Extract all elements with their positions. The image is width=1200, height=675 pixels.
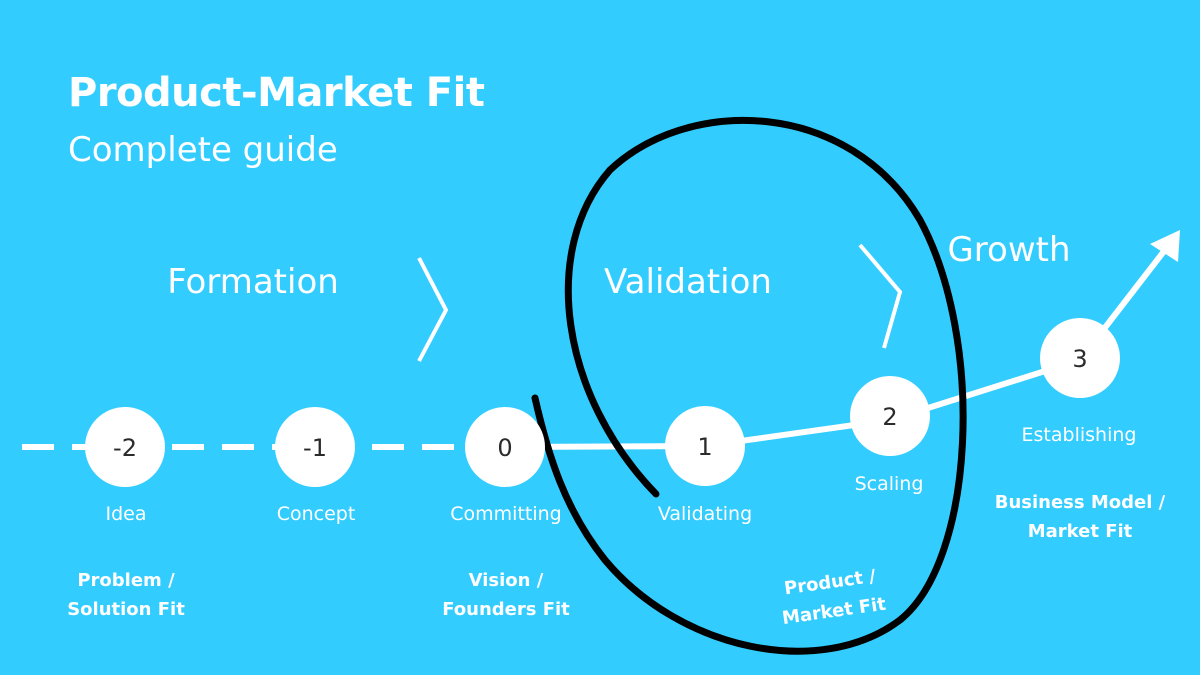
stage-label-validating: Validating	[657, 503, 753, 525]
chevron-right-icon	[858, 243, 903, 349]
stage-number: -2	[113, 434, 137, 462]
stage-label-concept: Concept	[276, 503, 356, 525]
stage-node-2: 2	[850, 376, 930, 456]
stage-label-scaling: Scaling	[854, 473, 924, 495]
stage-node-1: 1	[665, 406, 745, 486]
fit-label-vision-founders: Vision / Founders Fit	[442, 570, 570, 620]
phase-growth: Growth	[947, 230, 1071, 270]
stage-number: -1	[303, 434, 327, 462]
phase-formation: Formation	[167, 262, 339, 302]
page-title: Product-Market Fit	[68, 70, 485, 116]
stage-number: 2	[882, 403, 897, 431]
stage-node-0: 0	[465, 407, 545, 487]
stage-number: 0	[497, 434, 512, 462]
stage-number: 1	[697, 433, 712, 461]
stage-node-minus-2: -2	[85, 407, 165, 487]
arrow-up-right-icon	[1150, 230, 1180, 262]
stage-label-committing: Committing	[450, 503, 562, 525]
stage-label-establishing: Establishing	[1021, 424, 1137, 446]
stage-node-3: 3	[1040, 318, 1120, 398]
validation-highlight-ellipse	[531, 116, 967, 655]
fit-label-business-model-market: Business Model / Market Fit	[994, 492, 1166, 542]
phase-validation: Validation	[604, 262, 772, 302]
stage-label-idea: Idea	[105, 503, 147, 525]
fit-label-problem-solution: Problem / Solution Fit	[67, 570, 185, 620]
page-subtitle: Complete guide	[68, 130, 338, 170]
stage-number: 3	[1072, 345, 1087, 373]
stage-node-minus-1: -1	[275, 407, 355, 487]
timeline-solid-segment	[504, 357, 1081, 450]
chevron-right-icon	[417, 257, 449, 362]
